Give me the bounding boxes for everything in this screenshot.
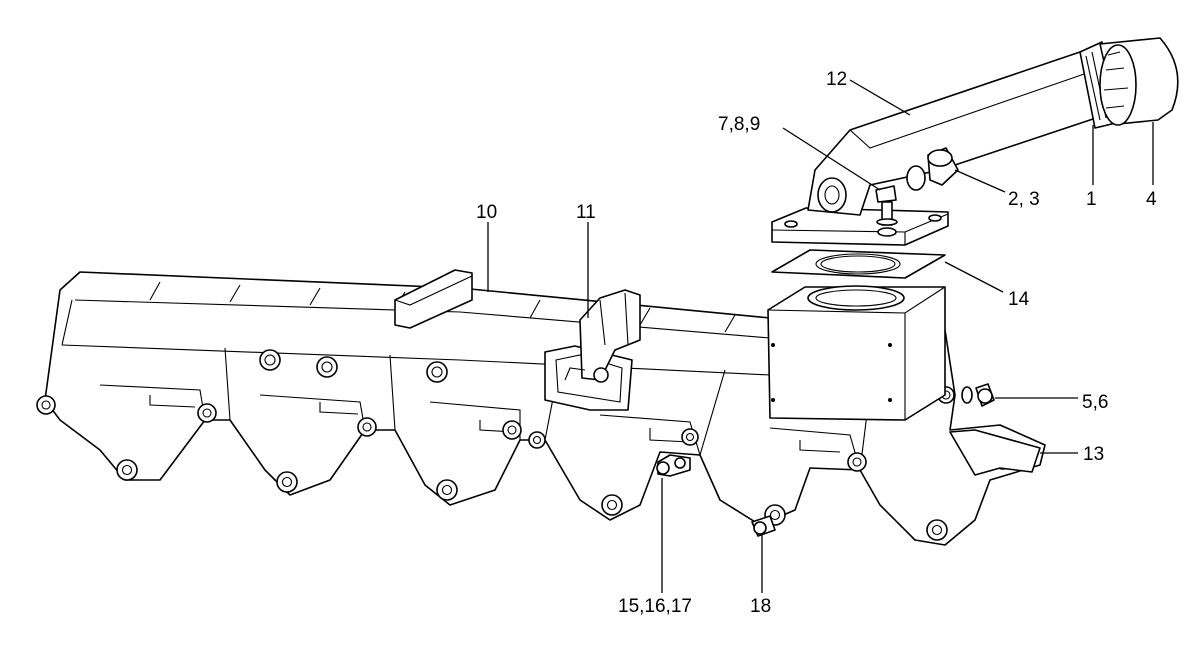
callout-5-6: 5,6 [1082, 392, 1108, 413]
plug-2-3 [906, 147, 959, 191]
callout-15-16-17: 15,16,17 [618, 596, 692, 617]
callout-4: 4 [1146, 189, 1157, 210]
callout-2-3: 2, 3 [1008, 189, 1040, 210]
bracket-11 [544, 289, 641, 411]
callout-13: 13 [1083, 444, 1104, 465]
callout-11: 11 [576, 202, 596, 223]
callout-18: 18 [750, 596, 771, 617]
callout-14: 14 [1008, 289, 1030, 310]
callout-7-8-9: 7,8,9 [718, 114, 760, 135]
callout-1: 1 [1086, 189, 1097, 210]
turbo-mounting-pedestal [767, 285, 946, 421]
fitting-15-16-17 [656, 454, 691, 477]
callout-10: 10 [476, 202, 497, 223]
bolt-7-8-9 [875, 185, 898, 237]
callout-labels: 1 4 2, 3 12 7,8,9 10 11 14 5,6 13 15,16,… [476, 69, 1157, 617]
bracket-10 [394, 269, 473, 329]
exhaust-elbow-12 [771, 51, 1126, 246]
leader-lines [487, 79, 1154, 593]
hose-4 [1099, 37, 1179, 126]
fitting-18 [751, 515, 776, 537]
bracket-13 [949, 429, 1041, 476]
plug-5-6 [961, 383, 995, 407]
gasket-14 [771, 249, 946, 279]
callout-12: 12 [826, 69, 847, 90]
